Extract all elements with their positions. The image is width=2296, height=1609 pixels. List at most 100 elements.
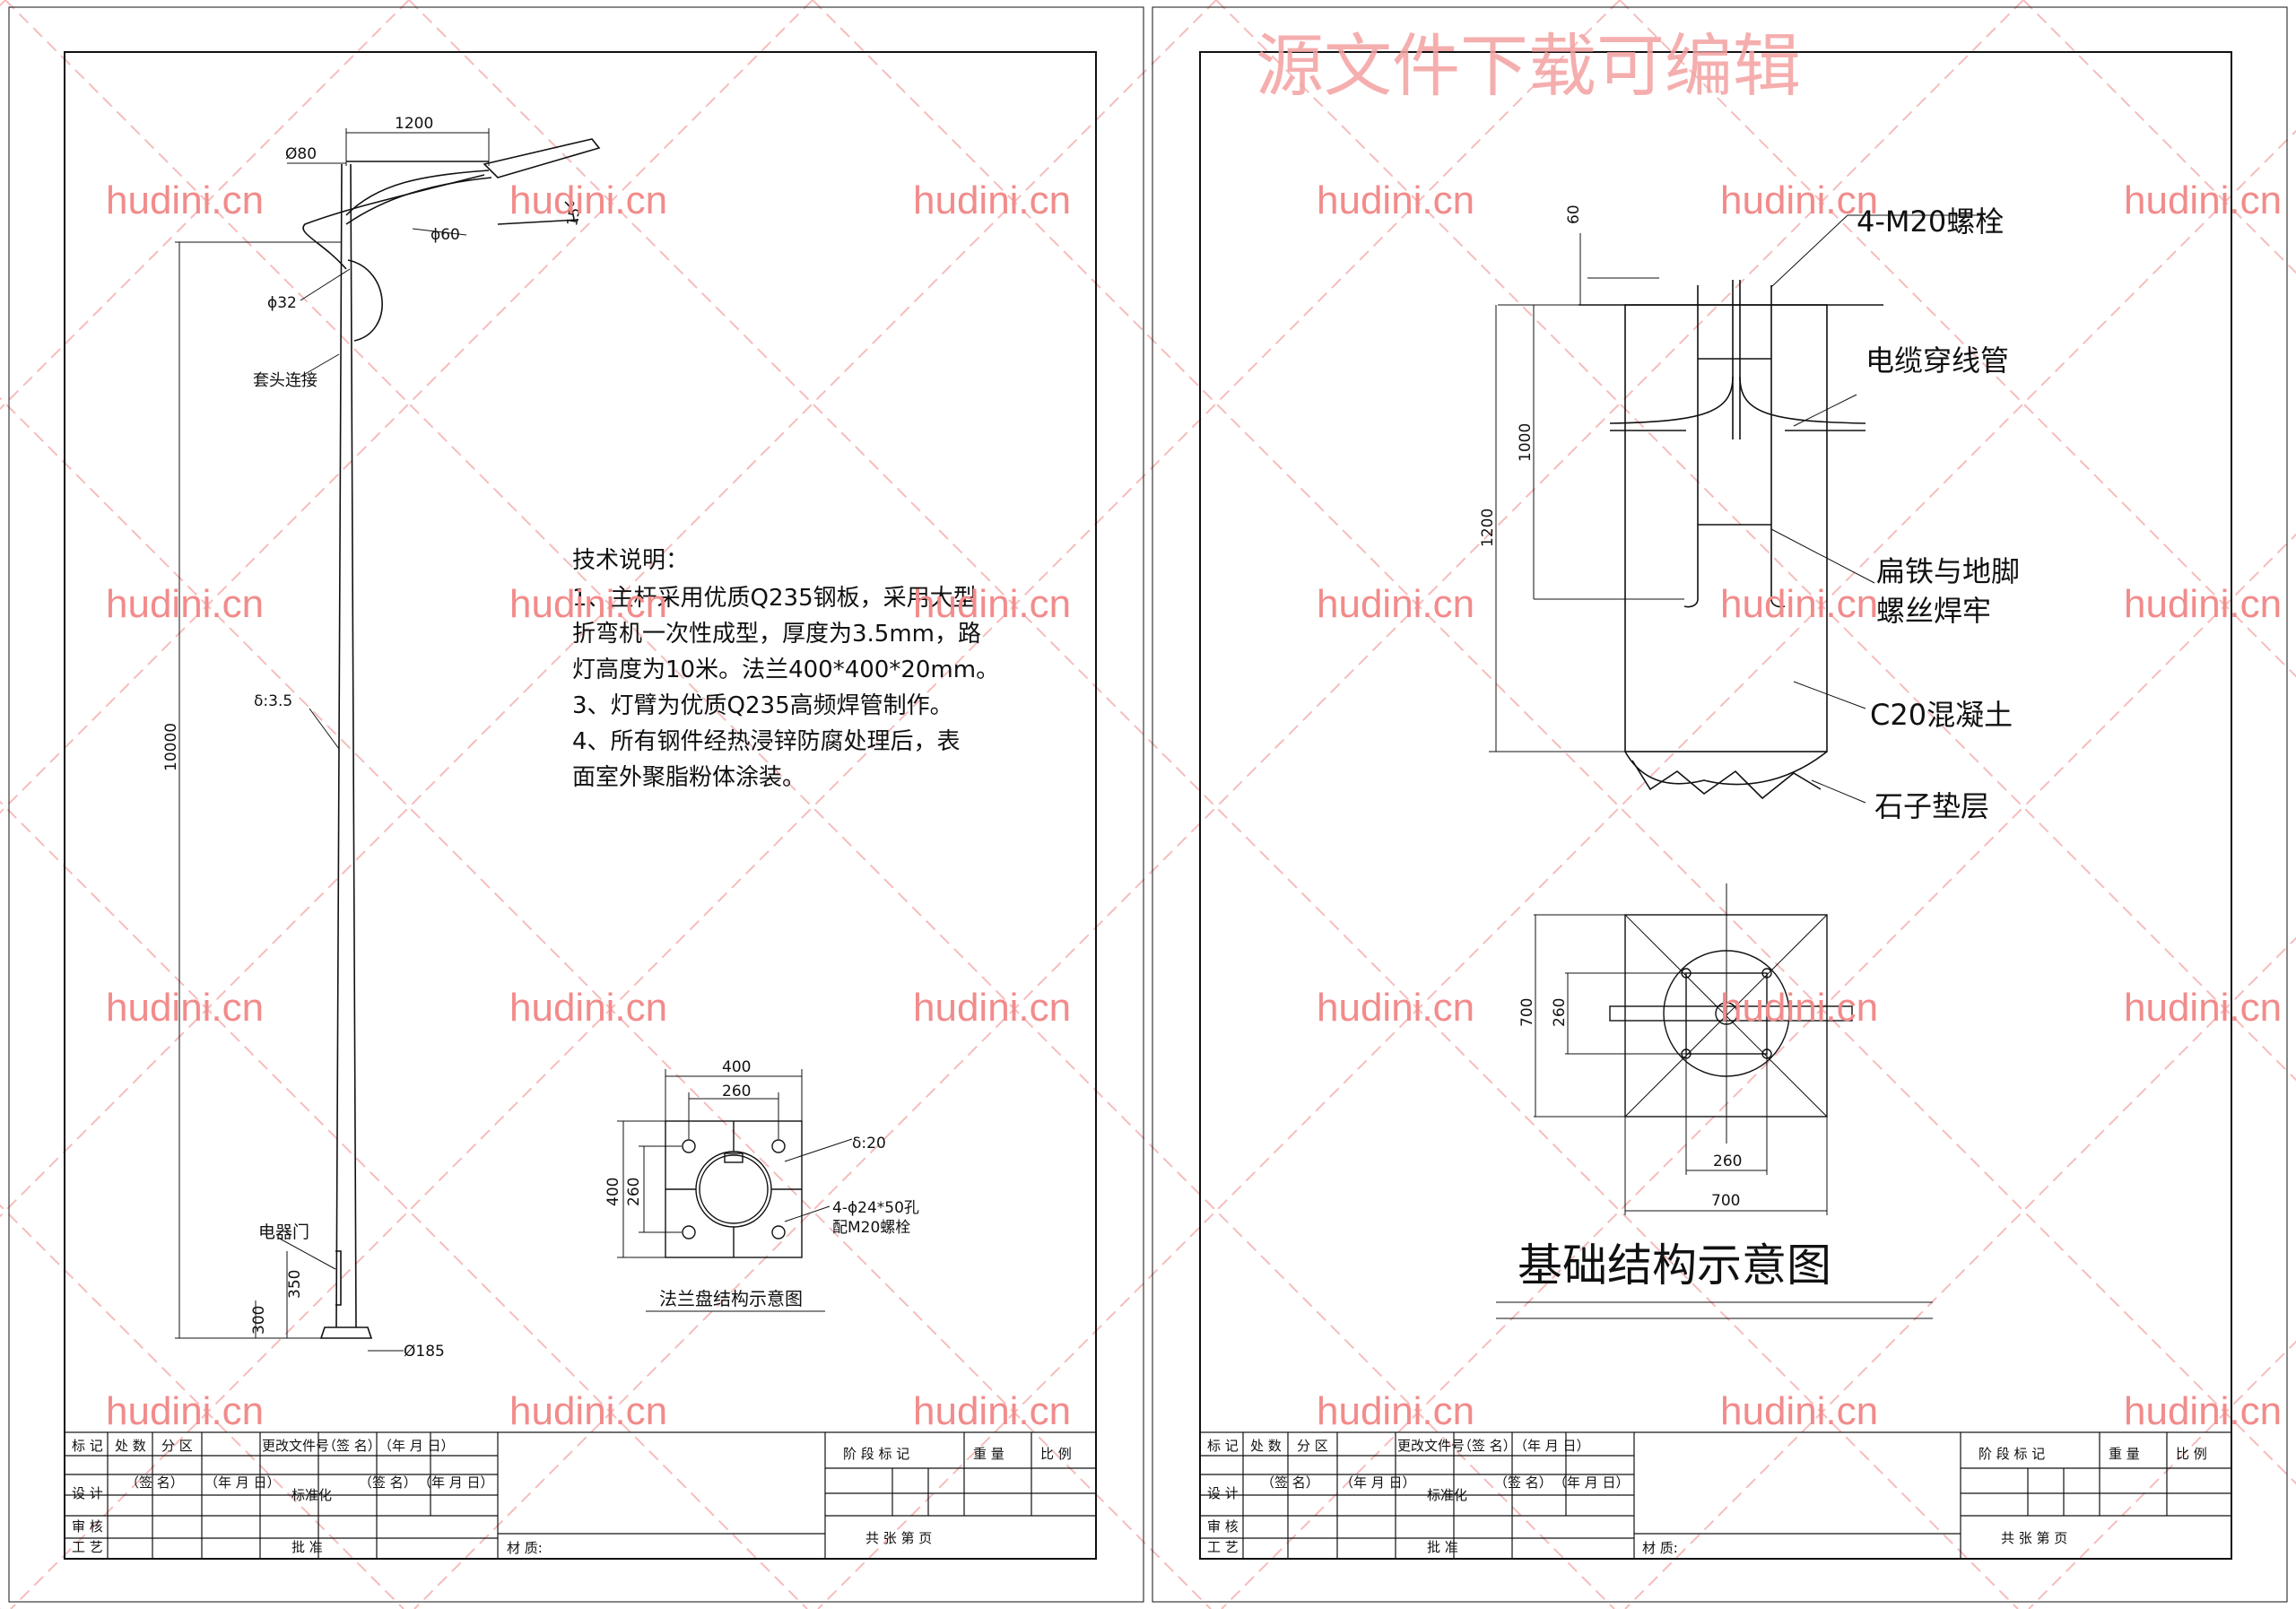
watermark-label: hudini.cn bbox=[1720, 986, 1878, 1030]
watermark-label: hudini.cn bbox=[106, 582, 264, 626]
watermark-label: hudini.cn bbox=[509, 178, 667, 222]
angle-arc bbox=[564, 201, 575, 222]
watermark-label: hudini.cn bbox=[913, 582, 1071, 626]
dim-10000: 10000 bbox=[162, 723, 180, 771]
svg-text:阶 段 标 记: 阶 段 标 记 bbox=[1979, 1446, 2045, 1462]
watermark-label: hudini.cn bbox=[106, 178, 264, 222]
dim-60: 60 bbox=[1565, 204, 1583, 224]
technical-notes: 技术说明： 1、主杆采用优质Q235钢板，采用大型 折弯机一次性成型，厚度为3.… bbox=[572, 547, 999, 791]
svg-text:标 记: 标 记 bbox=[72, 1438, 103, 1454]
watermark-label: hudini.cn bbox=[1317, 986, 1474, 1030]
pole-shaft bbox=[335, 163, 357, 1328]
watermark-line bbox=[0, 0, 1217, 1218]
notes-line-4: 3、灯臂为优质Q235高频焊管制作。 bbox=[572, 692, 953, 719]
dim-350: 350 bbox=[286, 1270, 304, 1299]
watermark-label: hudini.cn bbox=[509, 1389, 667, 1433]
dim-angle: 15° bbox=[563, 199, 585, 227]
dim-d60: ϕ60 bbox=[430, 226, 460, 244]
pole-dimensions bbox=[175, 128, 490, 1352]
label-door: 电器门 bbox=[258, 1222, 309, 1242]
arm-loop bbox=[347, 259, 383, 342]
watermark-label: hudini.cn bbox=[509, 582, 667, 626]
angle-line bbox=[497, 219, 579, 225]
dim-1200-foundation: 1200 bbox=[1479, 509, 1497, 547]
flange-holes-2: 配M20螺栓 bbox=[832, 1219, 910, 1237]
watermark-label: hudini.cn bbox=[106, 986, 264, 1030]
svg-text:（签 名）: （签 名） bbox=[323, 1438, 381, 1454]
label-concrete: C20混凝土 bbox=[1870, 698, 2013, 732]
watermark-line bbox=[4, 0, 1615, 1609]
svg-text:阶 段 标 记: 阶 段 标 记 bbox=[843, 1446, 909, 1462]
watermark-line bbox=[1215, 0, 2296, 1082]
flange-holes-1: 4-ϕ24*50孔 bbox=[832, 1199, 919, 1217]
svg-text:（年 月 日）: （年 月 日） bbox=[1514, 1438, 1590, 1454]
plan-dim-700-left: 700 bbox=[1518, 998, 1536, 1027]
svg-text:共 张 第 页: 共 张 第 页 bbox=[2001, 1530, 2067, 1546]
svg-text:比 例: 比 例 bbox=[2176, 1446, 2207, 1462]
watermark-label: hudini.cn bbox=[1720, 178, 1878, 222]
svg-text:标准化: 标准化 bbox=[1427, 1487, 1467, 1503]
notes-title: 技术说明： bbox=[572, 547, 689, 574]
svg-text:（签 名）: （签 名） bbox=[1458, 1438, 1517, 1454]
watermark-line bbox=[408, 0, 2019, 1609]
right-inner-frame bbox=[1199, 51, 2232, 1560]
flange-dim-400-left: 400 bbox=[604, 1178, 622, 1206]
notes-line-3: 灯高度为10米。法兰400*400*20mm。 bbox=[572, 657, 999, 683]
watermark-label: hudini.cn bbox=[1720, 582, 1878, 626]
right-sheet: 4-M20螺栓 电缆穿线管 扁铁与地脚 螺丝焊牢 C20混凝土 石子垫层 60 … bbox=[1152, 6, 2288, 1603]
foundation-section bbox=[1489, 214, 1982, 804]
label-weld-2: 螺丝焊牢 bbox=[1876, 594, 1991, 628]
svg-text:（签 名）: （签 名） bbox=[1494, 1474, 1552, 1491]
watermark-line bbox=[1619, 0, 2296, 678]
watermark-label: hudini.cn bbox=[1720, 1389, 1878, 1433]
svg-text:审 核: 审 核 bbox=[1207, 1518, 1239, 1535]
watermark-line bbox=[1624, 936, 2296, 1609]
watermark-line bbox=[0, 0, 813, 814]
title-block-left bbox=[64, 1431, 1097, 1560]
watermark-line bbox=[0, 0, 410, 411]
pole-door bbox=[335, 1250, 342, 1306]
svg-text:标 记: 标 记 bbox=[1207, 1438, 1239, 1454]
flange-caption: 法兰盘结构示意图 bbox=[659, 1288, 803, 1309]
svg-text:更改文件号: 更改文件号 bbox=[262, 1438, 329, 1454]
svg-text:设 计: 设 计 bbox=[1207, 1485, 1239, 1501]
watermark-label: hudini.cn bbox=[106, 1389, 264, 1433]
dim-300: 300 bbox=[250, 1306, 268, 1335]
svg-text:重 量: 重 量 bbox=[973, 1446, 1004, 1462]
svg-text:更改文件号: 更改文件号 bbox=[1397, 1438, 1465, 1454]
svg-text:工 艺: 工 艺 bbox=[72, 1539, 103, 1555]
left-outer-frame bbox=[8, 6, 1144, 1603]
svg-text:材 质:: 材 质: bbox=[1642, 1540, 1678, 1556]
notes-line-2: 折弯机一次性成型，厚度为3.5mm，路 bbox=[572, 621, 981, 648]
watermark-label: hudini.cn bbox=[2124, 178, 2282, 222]
lamp-arm-lower bbox=[302, 174, 485, 270]
watermark-label: hudini.cn bbox=[913, 986, 1071, 1030]
watermark-line bbox=[1221, 533, 2296, 1609]
watermark-line bbox=[812, 0, 2296, 1485]
flange-dim-260-top: 260 bbox=[722, 1083, 751, 1100]
svg-text:（年 月 日）: （年 月 日） bbox=[378, 1438, 455, 1454]
watermark-label: hudini.cn bbox=[1317, 1389, 1474, 1433]
pole-drawing bbox=[302, 138, 601, 1339]
right-outer-frame bbox=[1152, 6, 2288, 1603]
plan-dim-260-left: 260 bbox=[1551, 998, 1569, 1027]
svg-text:批 准: 批 准 bbox=[1427, 1539, 1458, 1555]
left-sheet: 1200 Ø80 ϕ60 ϕ32 15° 套头连接 δ:3.5 10000 电器… bbox=[8, 6, 1144, 1603]
watermark-line bbox=[2022, 0, 2296, 274]
watermark-label: hudini.cn bbox=[2124, 1389, 2282, 1433]
svg-text:审 核: 审 核 bbox=[72, 1518, 103, 1535]
svg-text:处 数: 处 数 bbox=[1250, 1438, 1282, 1454]
watermark-label: hudini.cn bbox=[1317, 582, 1474, 626]
watermark-line bbox=[0, 396, 1212, 1609]
svg-text:设 计: 设 计 bbox=[72, 1485, 103, 1501]
watermark-line bbox=[2028, 1340, 2296, 1609]
left-inner-frame bbox=[64, 51, 1097, 1560]
dim-base-d185: Ø185 bbox=[404, 1343, 445, 1361]
watermark-title: 源文件下载可编辑 bbox=[1256, 26, 1801, 106]
svg-text:比 例: 比 例 bbox=[1040, 1446, 1072, 1462]
svg-text:处 数: 处 数 bbox=[115, 1438, 146, 1454]
svg-text:分 区: 分 区 bbox=[1297, 1438, 1328, 1454]
lamp-head bbox=[483, 138, 601, 178]
dim-d80: Ø80 bbox=[285, 145, 317, 163]
